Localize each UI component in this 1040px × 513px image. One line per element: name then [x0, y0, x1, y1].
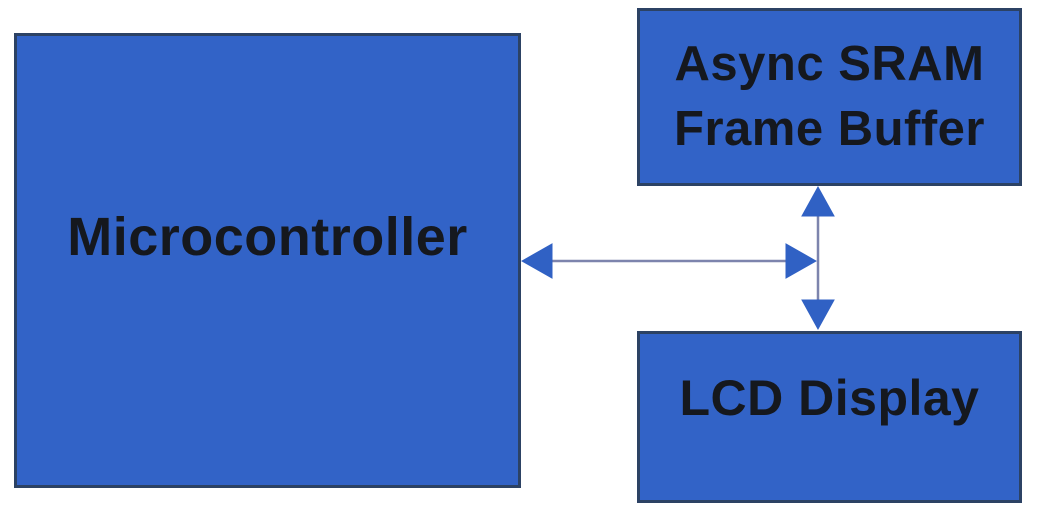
- node-lcd-display: LCD Display: [637, 331, 1022, 503]
- arrowhead-up-icon: [801, 185, 835, 217]
- arrowhead-left-icon: [520, 243, 553, 279]
- node-frame-buffer-label-line2: Frame Buffer: [674, 102, 985, 156]
- node-lcd-label: LCD Display: [679, 370, 980, 426]
- node-microcontroller: Microcontroller: [14, 33, 521, 488]
- node-microcontroller-label: Microcontroller: [67, 206, 468, 267]
- vertical-bidirectional-arrow: [801, 185, 835, 331]
- node-frame-buffer-label-line1: Async SRAM: [674, 37, 985, 92]
- horizontal-bidirectional-arrow: [520, 243, 818, 279]
- arrowhead-down-icon: [801, 299, 835, 331]
- arrowhead-right-icon: [785, 243, 818, 279]
- node-async-sram-frame-buffer: Async SRAM Frame Buffer: [637, 8, 1022, 186]
